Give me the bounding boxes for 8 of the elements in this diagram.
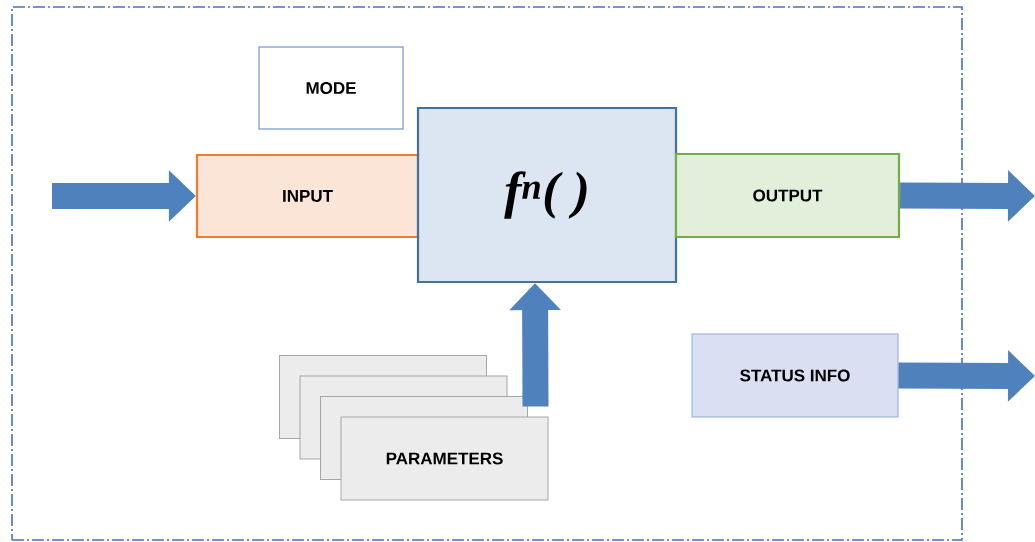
- node-label: PARAMETERS: [386, 452, 503, 465]
- mode-box: MODE: [258, 46, 404, 130]
- output-box: OUTPUT: [674, 152, 901, 239]
- status-box: STATUS INFO: [691, 333, 899, 418]
- function-box: f$^{n}$( ): [416, 106, 678, 284]
- stacked-parameter-cards: PARAMETERS: [279, 355, 549, 501]
- boundary-frame: [11, 6, 963, 541]
- input-box: INPUT: [195, 153, 420, 239]
